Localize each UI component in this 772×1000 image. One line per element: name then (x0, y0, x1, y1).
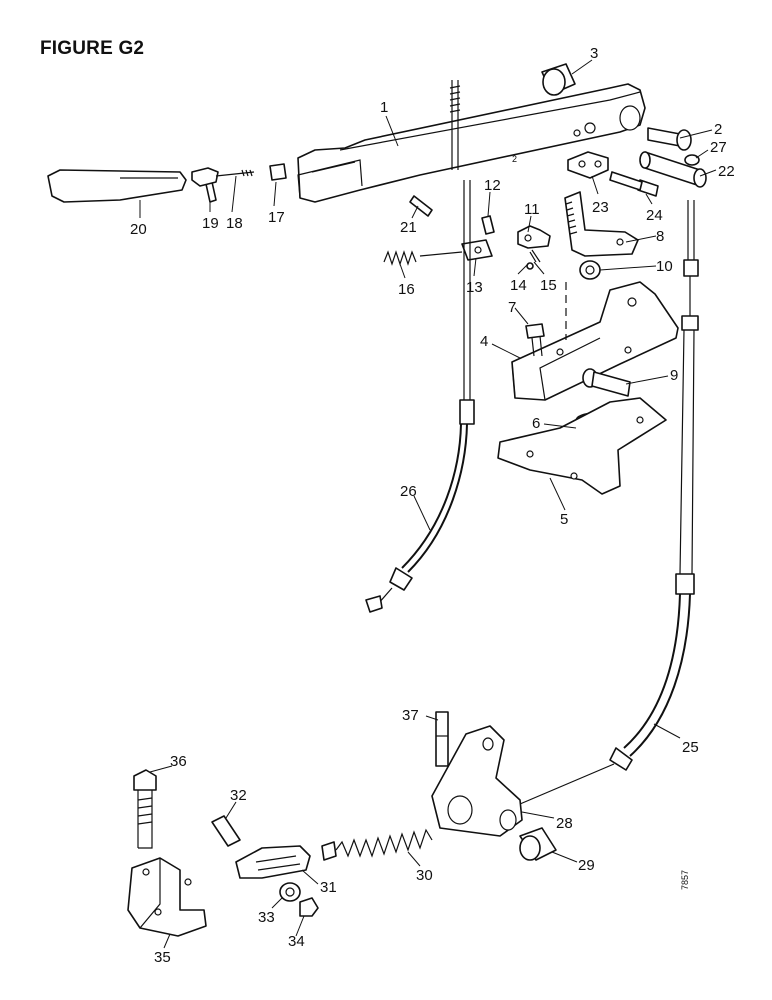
part-17-nut (269, 163, 287, 181)
callout-37: 37 (402, 707, 419, 724)
callout-30: 30 (416, 867, 433, 884)
callout-32: 32 (230, 787, 247, 804)
callout-1: 1 (380, 99, 388, 116)
spring-connector (321, 841, 337, 861)
part-37-pin (435, 711, 449, 767)
svg-text:2: 2 (512, 154, 517, 164)
callout-10: 10 (656, 258, 673, 275)
part-11-pawl (517, 225, 551, 249)
callout-2: 2 (714, 121, 722, 138)
callout-17: 17 (268, 209, 285, 226)
part-33-washer (279, 882, 301, 902)
part-25-cable (519, 200, 699, 805)
callout-23: 23 (592, 199, 609, 216)
part-24-bolt (609, 171, 659, 197)
part-9-bolt (582, 368, 631, 397)
callout-29: 29 (578, 857, 595, 874)
callout-16: 16 (398, 281, 415, 298)
figure-title: FIGURE G2 (40, 38, 145, 59)
part-36-bolt (133, 769, 157, 849)
callout-33: 33 (258, 909, 275, 926)
callout-13: 13 (466, 279, 483, 296)
callout-8: 8 (656, 228, 664, 245)
part-2-bolt (647, 127, 692, 151)
part-29-bush (519, 827, 557, 861)
part-13-rod-end (419, 239, 493, 261)
part-32-pin (211, 815, 241, 847)
part-28-relay-lever (431, 725, 523, 837)
part-3-bush (541, 63, 576, 96)
leader-lines (139, 59, 717, 949)
part-7-bolt (525, 323, 545, 357)
part-19-pin (205, 181, 217, 203)
callout-19: 19 (202, 215, 219, 232)
callout-6: 6 (532, 415, 540, 432)
part-18-rod (191, 167, 255, 187)
part-27-washer (684, 154, 700, 166)
callout-20: 20 (130, 221, 147, 238)
callout-25: 25 (682, 739, 699, 756)
callout-7: 7 (508, 299, 516, 316)
threaded-rod (449, 80, 461, 170)
part-10-spacer (579, 260, 601, 280)
part-12-pin (481, 215, 495, 235)
callout-35: 35 (154, 949, 171, 966)
part-34-nut (299, 897, 319, 917)
callout-34: 34 (288, 933, 305, 950)
callout-18: 18 (226, 215, 243, 232)
part-4-bracket (511, 281, 679, 401)
callout-4: 4 (480, 333, 488, 350)
part-31-clevis (235, 845, 311, 879)
callout-22: 22 (718, 163, 735, 180)
callout-5: 5 (560, 511, 568, 528)
part-35-angle-bracket (127, 857, 207, 937)
callout-31: 31 (320, 879, 337, 896)
part-26-cable (365, 180, 475, 613)
callout-14: 14 (510, 277, 527, 294)
callout-24: 24 (646, 207, 663, 224)
part-22-pin (639, 151, 707, 188)
reference-code: 7857 (680, 870, 690, 890)
callout-36: 36 (170, 753, 187, 770)
callout-3: 3 (590, 45, 598, 62)
callout-28: 28 (556, 815, 573, 832)
part-1-lever-arm: 2 (297, 83, 646, 203)
part-20-handle-grip (47, 169, 187, 203)
part-5-base-plate (497, 397, 667, 495)
part-30-spring (335, 828, 433, 858)
callout-12: 12 (484, 177, 501, 194)
part-15-spring (526, 249, 541, 270)
callout-21: 21 (400, 219, 417, 236)
part-21-pin (409, 195, 433, 217)
part-23-block (567, 151, 609, 179)
callout-labels: 1 2 3 4 5 6 7 8 9 10 11 12 13 14 15 16 1… (130, 45, 735, 966)
part-16-spring (383, 250, 417, 266)
callout-26: 26 (400, 483, 417, 500)
callout-11: 11 (524, 201, 540, 218)
callout-27: 27 (710, 139, 727, 156)
callout-9: 9 (670, 367, 678, 384)
callout-15: 15 (540, 277, 557, 294)
